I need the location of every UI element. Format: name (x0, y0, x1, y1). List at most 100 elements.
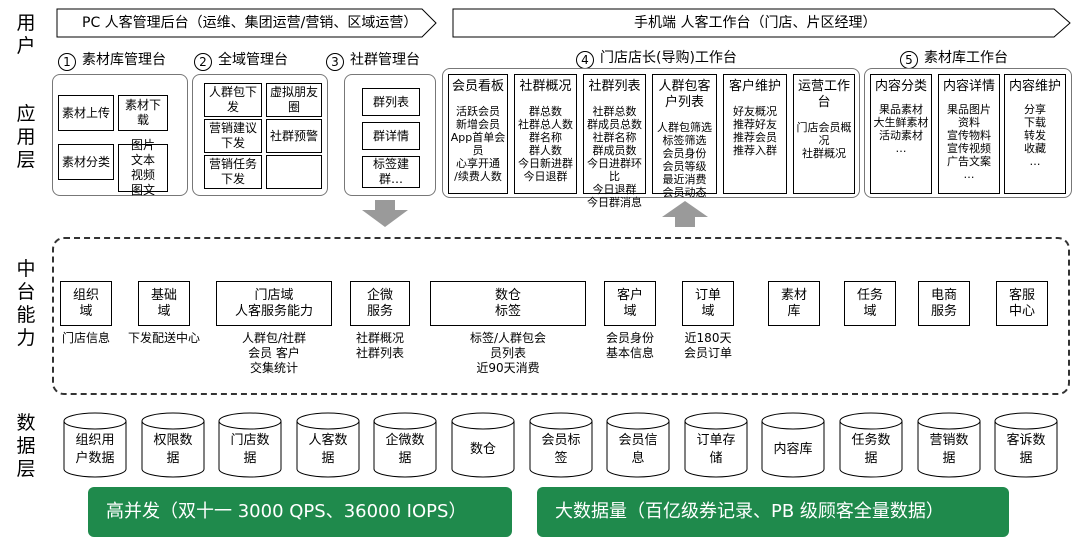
section-2-frame (192, 74, 328, 196)
database-cylinder-7: 会员信 息 (606, 412, 670, 478)
store-panel-title: 会员看板 (451, 79, 504, 94)
database-label: 会员信 息 (618, 433, 658, 466)
store-panel-title: 社群概况 (519, 79, 572, 94)
mobile-user-banner: 手机端 人客工作台（门店、片区经理） (452, 8, 1072, 38)
material-panel-title: 内容维护 (1008, 79, 1061, 94)
material-panel-items: 分享 下载 转发 收藏 … (1024, 103, 1046, 168)
database-cylinder-12: 客诉数 据 (994, 412, 1058, 478)
capability-box-10[interactable]: 客服 中心 (996, 281, 1048, 326)
store-panel-items: 活跃会员 新增会员 App首单会员 心享开通 /续费人数 (450, 105, 506, 183)
layer-label-middle: 中台能力 (16, 258, 36, 349)
tag-group-button[interactable]: 标签建群… (362, 156, 420, 188)
capability-note-5: 会员身份 基本信息 (605, 331, 654, 360)
database-label: 订单存 储 (696, 433, 736, 466)
material-panel-2[interactable]: 内容维护分享 下载 转发 收藏 … (1004, 74, 1066, 194)
store-panel-3[interactable]: 人群包客户列表人群包筛选 标签筛选 会员身份 会员等级 最近消费 会员动态 (652, 74, 717, 199)
empty-cell (266, 155, 322, 189)
capability-box-4[interactable]: 数仓 标签 (430, 281, 586, 326)
middle-layer-frame (52, 237, 1070, 395)
store-panel-0[interactable]: 会员看板活跃会员 新增会员 App首单会员 心享开通 /续费人数 (448, 74, 508, 194)
store-panel-1[interactable]: 社群概况群总数 社群总人数 群名称 群人数 今日新进群 今日退群 (514, 74, 577, 194)
big-data-banner: 大数据量（百亿级券记录、PB 级顾客全量数据） (537, 487, 1009, 537)
material-panel-items: 果品图片 资料 宣传物料 宣传视频 广告文案 … (947, 103, 991, 181)
store-panel-title: 客户维护 (728, 79, 781, 94)
database-cylinder-10: 任务数 据 (839, 412, 903, 478)
marketing-advice-button[interactable]: 营销建议下发 (204, 119, 262, 153)
layer-label-user: 用户 (16, 12, 36, 57)
capability-box-1[interactable]: 基础 域 (138, 281, 190, 326)
crowd-pack-dispatch-button[interactable]: 人群包下发 (204, 83, 262, 117)
material-panel-title: 内容详情 (942, 79, 995, 94)
group-detail-button[interactable]: 群详情 (362, 122, 420, 150)
capability-box-3[interactable]: 企微 服务 (350, 281, 410, 326)
database-label: 权限数 据 (153, 433, 193, 466)
store-panel-items: 门店会员概况 社群概况 (796, 121, 852, 160)
section-4-frame (442, 68, 860, 198)
database-label: 客诉数 据 (1006, 433, 1046, 466)
database-label: 数仓 (469, 442, 496, 457)
database-cylinder-5: 数仓 (451, 412, 515, 478)
store-panel-4[interactable]: 客户维护好友概况 推荐好友 推荐会员 推荐入群 (723, 74, 787, 194)
store-panel-items: 群总数 社群总人数 群名称 群人数 今日新进群 今日退群 (518, 105, 573, 183)
section-5-frame (864, 68, 1072, 198)
database-cylinder-1: 权限数 据 (141, 412, 205, 478)
group-list-button[interactable]: 群列表 (362, 88, 420, 116)
material-panel-items: 果品素材 大生鲜素材 活动素材 … (873, 103, 929, 155)
material-category-button[interactable]: 素材分类 (58, 144, 114, 180)
database-label: 任务数 据 (851, 433, 891, 466)
section-3-frame (344, 74, 436, 196)
capability-box-0[interactable]: 组织 域 (60, 281, 112, 326)
material-download-button[interactable]: 素材下载 (118, 95, 168, 131)
database-cylinder-2: 门店数 据 (218, 412, 282, 478)
layer-label-data: 数据层 (16, 412, 36, 480)
database-cylinder-8: 订单存 储 (684, 412, 748, 478)
capability-box-9[interactable]: 电商 服务 (918, 281, 970, 326)
store-panel-items: 人群包筛选 标签筛选 会员身份 会员等级 最近消费 会员动态 (657, 121, 712, 199)
material-upload-button[interactable]: 素材上传 (58, 95, 114, 131)
database-label: 组织用 户数据 (75, 433, 115, 466)
capability-note-4: 标签/人群包会 员列表 近90天消费 (469, 331, 547, 375)
database-label: 门店数 据 (230, 433, 270, 466)
database-cylinder-0: 组织用 户数据 (63, 412, 127, 478)
database-cylinder-9: 内容库 (761, 412, 825, 478)
capability-note-3: 社群概况 社群列表 (355, 331, 404, 360)
database-cylinder-6: 会员标 签 (529, 412, 593, 478)
virtual-moments-button[interactable]: 虚拟朋友圈 (266, 83, 322, 117)
database-label: 人客数 据 (308, 433, 348, 466)
capability-box-2[interactable]: 门店域 人客服务能力 (216, 281, 332, 326)
database-label: 会员标 签 (541, 433, 581, 466)
database-label: 营销数 据 (929, 433, 969, 466)
database-cylinder-4: 企微数 据 (373, 412, 437, 478)
store-panel-2[interactable]: 社群列表社群总数 群成员总数 社群名称 群成员数 今日进群环比 今日退群 今日群… (583, 74, 646, 209)
capability-box-7[interactable]: 素材 库 (768, 281, 820, 326)
material-panel-title: 内容分类 (874, 79, 927, 94)
capability-box-5[interactable]: 客户 域 (604, 281, 656, 326)
community-alert-button[interactable]: 社群预警 (266, 119, 322, 153)
store-panel-items: 社群总数 群成员总数 社群名称 群成员数 今日进群环比 今日退群 今日群消息 (587, 105, 642, 209)
store-panel-title: 社群列表 (588, 79, 641, 94)
capability-box-6[interactable]: 订单 域 (682, 281, 734, 326)
database-label: 内容库 (773, 442, 813, 457)
store-panel-title: 运营工作台 (797, 79, 850, 110)
up-arrow-icon (662, 201, 708, 227)
material-panel-0[interactable]: 内容分类果品素材 大生鲜素材 活动素材 … (870, 74, 932, 194)
capability-note-2: 人群包/社群 会员 客户 交集统计 (241, 331, 307, 375)
layer-label-app: 应用层 (16, 103, 36, 171)
pc-user-label: PC 人客管理后台（运维、集团运营/营销、区域运营） (82, 15, 418, 31)
store-panel-5[interactable]: 运营工作台门店会员概况 社群概况 (793, 74, 855, 194)
database-cylinder-11: 营销数 据 (917, 412, 981, 478)
database-cylinder-3: 人客数 据 (296, 412, 360, 478)
capability-box-8[interactable]: 任务 域 (844, 281, 896, 326)
store-panel-items: 好友概况 推荐好友 推荐会员 推荐入群 (733, 105, 777, 157)
capability-note-0: 门店信息 (61, 331, 110, 345)
marketing-task-button[interactable]: 营销任务下发 (204, 155, 262, 189)
pc-user-banner: PC 人客管理后台（运维、集团运营/营销、区域运营） (56, 8, 438, 38)
database-label: 企微数 据 (385, 433, 425, 466)
material-type-list: 图片 文本 视频 图文 (118, 138, 168, 197)
mobile-user-label: 手机端 人客工作台（门店、片区经理） (634, 15, 877, 31)
material-panel-1[interactable]: 内容详情果品图片 资料 宣传物料 宣传视频 广告文案 … (938, 74, 1000, 194)
store-panel-title: 人群包客户列表 (658, 79, 711, 110)
